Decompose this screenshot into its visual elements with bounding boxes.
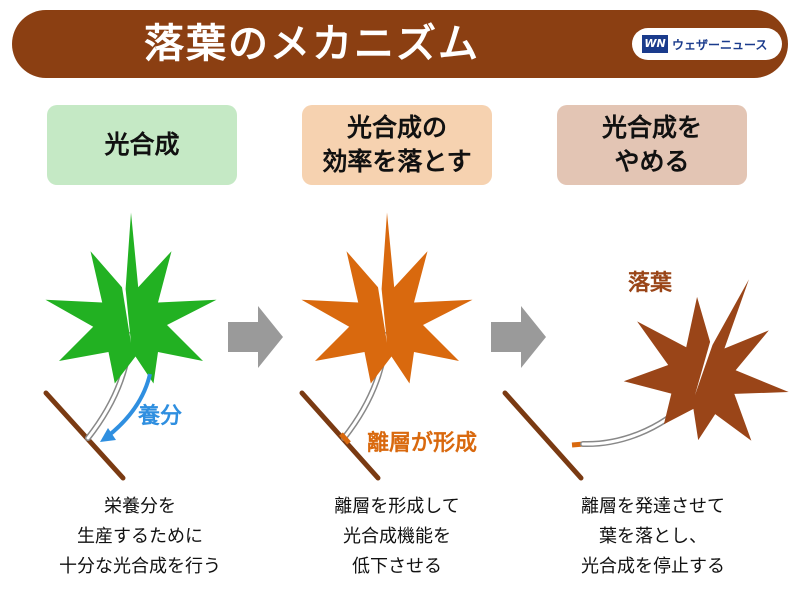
next-arrow-2-icon [491,306,546,368]
nutrient-arrow-head-icon [100,428,116,442]
stage-1-label: 光合成 [47,105,237,185]
branch-1 [43,390,126,481]
brand-badge: WN ウェザーニュース [632,28,782,60]
next-arrow-1-icon [228,306,283,368]
title-banner: 落葉のメカニズム WN ウェザーニュース [12,10,788,78]
orange-leaf [301,212,473,384]
nutrient-label: 養分 [138,404,183,429]
branch-3 [502,390,584,481]
stage-2-caption: 離層を形成して 光合成機能を 低下させる [334,496,460,577]
green-leaf-1 [45,212,217,384]
stage-3-caption: 離層を発達させて 葉を落とし、 光合成を停止する [581,496,725,577]
stage-1-group [43,212,217,481]
abscission-layer [339,432,351,445]
stage-3-label: 光合成を やめる [557,105,747,185]
stage-2-group [299,212,473,481]
brand-name: ウェザーニュース [672,37,768,52]
weathernews-logo-icon: WN [642,35,668,53]
abscission-label: 離層が形成 [367,431,478,456]
stage-2-label: 光合成の 効率を落とす [302,105,492,185]
page-title: 落葉のメカニズム [144,21,480,67]
leaf-fall-label: 落葉 [628,271,673,296]
nutrient-arrow [106,373,152,438]
stage-3-group [502,244,800,481]
stage-1-caption: 栄養分を 生産するために 十分な光合成を行う [59,496,221,577]
